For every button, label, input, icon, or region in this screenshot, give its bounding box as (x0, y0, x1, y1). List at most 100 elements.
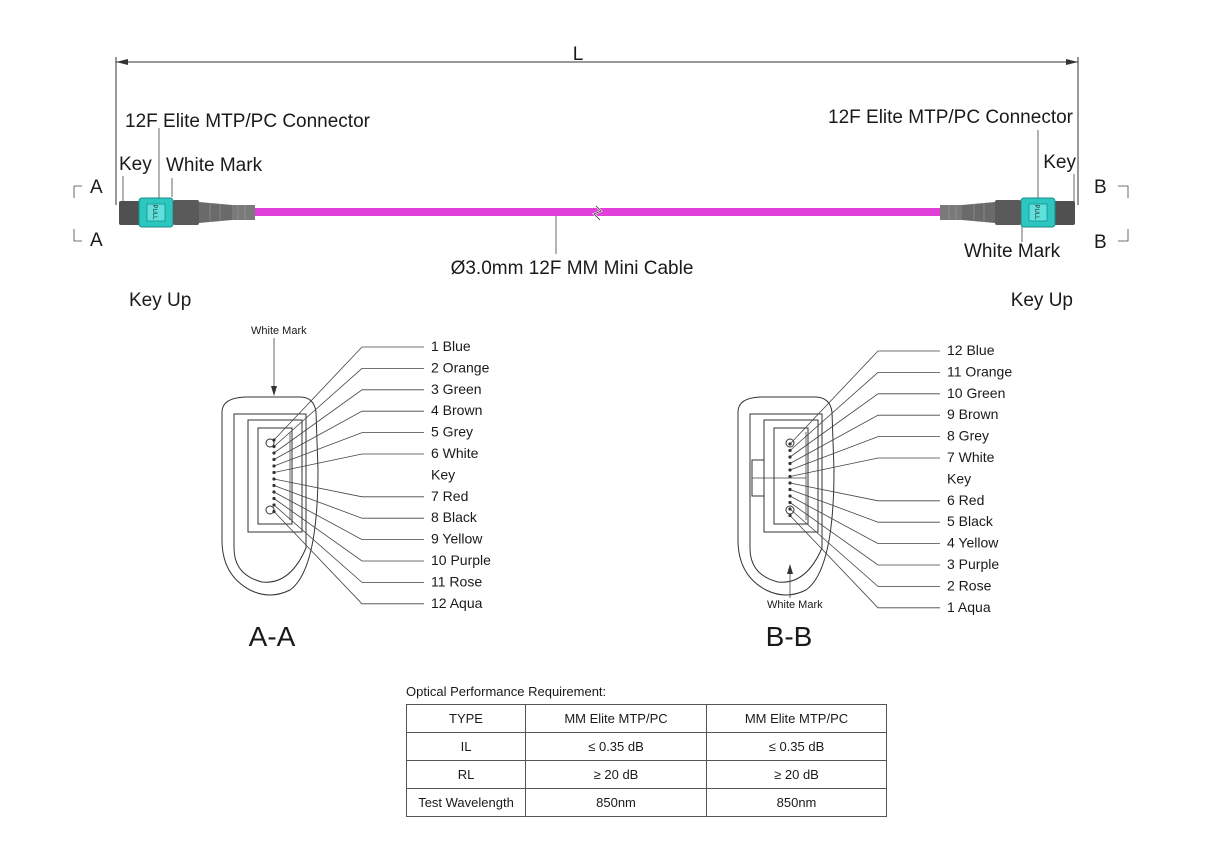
section-a-a-title: A-A (249, 621, 296, 652)
table-cell: IL (406, 732, 526, 761)
connector-a-title: 12F Elite MTP/PC Connector (125, 111, 371, 132)
section-b-bottom: B (1094, 232, 1107, 253)
fiber-label: 9 Brown (947, 406, 998, 422)
fiber-label: 8 Grey (947, 428, 989, 444)
fiber-dot (788, 494, 792, 498)
fiber-label: 5 Grey (431, 424, 473, 440)
end-view-b-white-mark: White Mark (767, 599, 823, 611)
fiber-leader-line (273, 453, 424, 473)
fiber-dot (788, 468, 792, 472)
table-cell: ≤ 0.35 dB (706, 732, 887, 761)
table-row: RL≥ 20 dB≥ 20 dB (406, 760, 887, 789)
fiber-label: 5 Black (947, 513, 994, 529)
table-cell: TYPE (406, 704, 526, 733)
table-cell: RL (406, 760, 526, 789)
section-marker-b: B B (1094, 177, 1129, 253)
fiber-dot (272, 464, 276, 468)
fiber-leader-line (789, 457, 940, 477)
fiber-dot (272, 470, 276, 475)
fiber-label: 3 Purple (947, 556, 999, 572)
section-marker-a: A A (73, 177, 103, 251)
fiber-leader-line (273, 478, 424, 498)
fiber-label: 8 Black (431, 509, 478, 525)
fiber-leader-line (789, 414, 940, 464)
length-label: L (573, 44, 584, 65)
section-b-top: B (1094, 177, 1107, 198)
fiber-leader-line (789, 489, 940, 523)
fiber-label: 1 Aqua (947, 599, 991, 615)
fiber-label: 9 Yellow (431, 531, 483, 547)
end-view-b: White Mark 12 Blue 11 Orange 10 Green 9 Bro… (737, 342, 1012, 652)
table-cell: ≥ 20 dB (706, 760, 887, 789)
fiber-dot (788, 487, 792, 492)
fiber-leader-line (273, 485, 424, 519)
fiber-dot (272, 451, 276, 455)
key-up-right: Key Up (1011, 290, 1073, 311)
performance-title: Optical Performance Requirement: (406, 684, 607, 699)
fiber-label: 3 Green (431, 381, 482, 397)
fiber-label: 2 Orange (431, 359, 490, 375)
section-a-top: A (90, 177, 103, 198)
fiber-leader-line (789, 482, 940, 502)
fiber-leader-line (273, 498, 424, 562)
fiber-leader-line (273, 368, 424, 447)
fiber-label: 6 Red (947, 492, 984, 508)
table-cell: MM Elite MTP/PC (525, 704, 707, 733)
connector-a-key-label: Key (119, 154, 152, 175)
fiber-label: 6 White (431, 445, 479, 461)
end-view-a: White Mark 1 Blue 2 Orange 3 Green 4 Brown 5… (221, 325, 491, 652)
fiber-label: 11 Orange (947, 363, 1012, 379)
fiber-dot (272, 477, 276, 481)
fiber-leader-line (273, 504, 424, 583)
connector-b-title: 12F Elite MTP/PC Connector (828, 107, 1074, 128)
fiber-leader-line (789, 393, 940, 458)
fiber-leader-line (273, 432, 424, 467)
fiber-leader-line (789, 372, 940, 451)
fiber-label: 12 Blue (947, 342, 995, 358)
fiber-dot (272, 483, 276, 488)
fiber-label: Key (431, 466, 455, 482)
connector-a-white-mark-label: White Mark (166, 155, 263, 176)
fiber-leader-line (789, 436, 940, 471)
pull-text-b: PULL (1033, 204, 1039, 220)
fiber-dot (788, 448, 792, 453)
fiber-label: 7 Red (431, 488, 468, 504)
fiber-label: 4 Brown (431, 402, 482, 418)
fiber-label: 10 Purple (431, 552, 491, 568)
fiber-leader-line (789, 495, 940, 544)
fiber-label: 1 Blue (431, 338, 471, 354)
fiber-dot (272, 438, 276, 442)
fiber-label: 10 Green (947, 385, 1005, 401)
fiber-dot (272, 496, 276, 501)
table-cell: ≥ 20 dB (525, 760, 707, 789)
fiber-dot (788, 461, 792, 466)
length-dimension: L (115, 44, 1079, 205)
fiber-leader-line (273, 346, 424, 441)
fiber-leader-line (789, 350, 940, 445)
table-cell: ≤ 0.35 dB (525, 732, 707, 761)
fiber-label: 12 Aqua (431, 595, 483, 611)
fiber-label: 7 White (947, 449, 995, 465)
fiber-label: 4 Yellow (947, 535, 999, 551)
connector-b-white-mark-label: White Mark (964, 241, 1061, 262)
end-view-a-white-mark: White Mark (251, 325, 307, 337)
table-cell: 850nm (706, 788, 887, 817)
fiber-dot (788, 500, 792, 505)
section-b-b-title: B-B (766, 621, 813, 652)
section-a-bottom: A (90, 230, 103, 251)
table-cell: Test Wavelength (406, 788, 526, 817)
connector-b: PULL (940, 197, 1075, 228)
fiber-dot (788, 442, 792, 446)
table-cell: MM Elite MTP/PC (706, 704, 887, 733)
fiber-dot (788, 507, 792, 511)
table-row: IL≤ 0.35 dB≤ 0.35 dB (406, 732, 887, 761)
fiber-dot (272, 490, 276, 494)
connector-b-key-label: Key (1043, 152, 1076, 173)
cable-label: Ø3.0mm 12F MM Mini Cable (451, 258, 694, 279)
fiber-leader-line (789, 515, 940, 609)
fiber-dot (272, 444, 276, 449)
fiber-leader-line (273, 389, 424, 454)
